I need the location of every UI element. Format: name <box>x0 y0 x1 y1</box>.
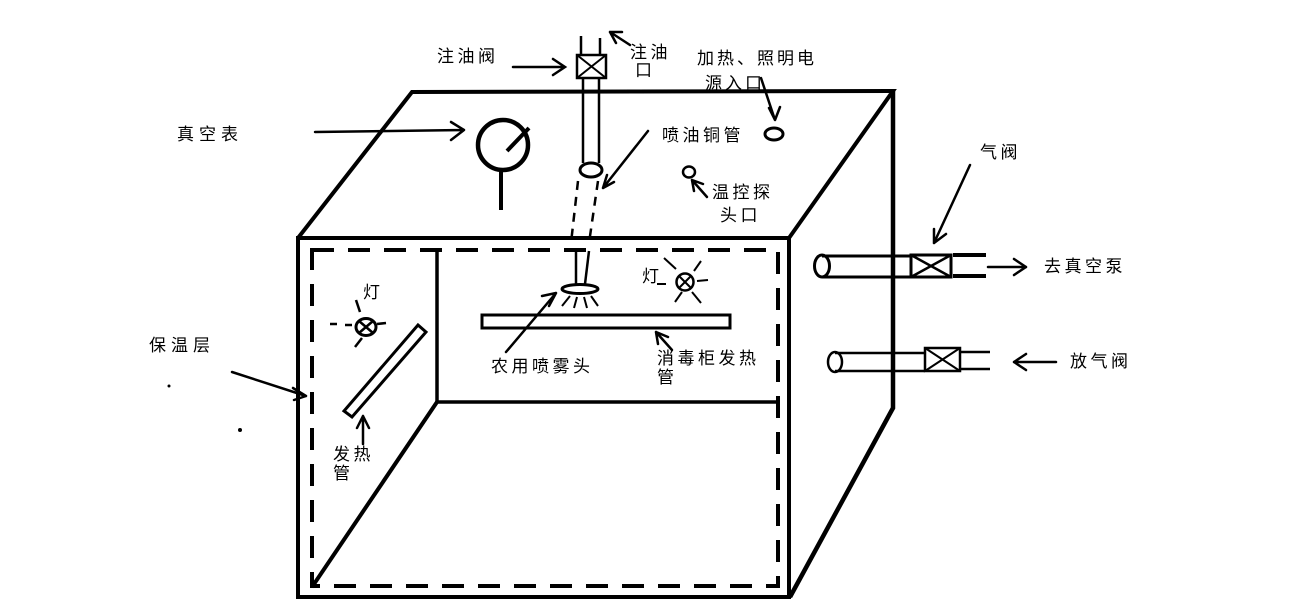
insulation-dashed-border <box>310 248 780 588</box>
box-front-face <box>296 236 791 599</box>
label-gas-valve: 气阀 <box>980 143 1021 163</box>
label-lamp-right: 灯 <box>642 267 663 287</box>
to-pump-arrow <box>986 257 1028 277</box>
temp-probe-hole <box>681 165 697 179</box>
label-spray-head: 农用喷雾头 <box>491 357 594 377</box>
copper-pipe-arrow <box>601 129 650 190</box>
label-lamp-left: 灯 <box>363 283 384 303</box>
temp-probe-arrow <box>690 178 709 199</box>
gas-valve-arrow <box>932 163 972 245</box>
oil-port-arrow <box>608 30 632 47</box>
air-release-valve-icon <box>923 346 962 373</box>
chamber-interior-edges <box>310 250 778 589</box>
vacuum-pipe-outlet <box>953 253 986 278</box>
spray-head-arrow <box>504 291 558 354</box>
annotation-arrows <box>230 30 1058 446</box>
gas-valve-icon <box>909 253 953 279</box>
label-insulation-layer: 保温层 <box>149 336 215 356</box>
box-right-face <box>788 91 896 599</box>
label-to-vacuum-pump: 去真空泵 <box>1044 257 1126 277</box>
air-release-pipe-outlet <box>960 350 990 371</box>
power-inlet-arrow <box>759 76 782 122</box>
label-oil-valve: 注油阀 <box>437 47 499 67</box>
oil-fill-valve-icon <box>575 36 608 80</box>
insulation-arrow <box>230 370 308 402</box>
lamp-right-icon <box>657 257 709 304</box>
oil-fill-pipe <box>569 78 604 244</box>
vacuum-pipe <box>813 253 911 279</box>
cabinet-heating-tube-icon <box>480 313 732 330</box>
label-vacuum-gauge: 真空表 <box>177 125 243 145</box>
stray-dots <box>167 384 242 432</box>
label-cabinet-heater: 消毒柜发热 管 <box>657 349 760 388</box>
box-top-face <box>296 88 897 240</box>
vacuum-gauge-icon <box>475 117 531 210</box>
air-release-pipe <box>826 350 925 374</box>
label-wall-heater: 发热 管 <box>333 445 374 484</box>
wall-heater-arrow <box>355 414 371 446</box>
oil-valve-arrow <box>511 57 568 77</box>
label-oil-port: 注油 口 <box>630 43 671 81</box>
release-valve-arrow <box>1012 352 1058 372</box>
wall-heating-tube-icon <box>341 322 429 420</box>
label-power-inlet: 加热、照明电 源入口 <box>697 49 817 94</box>
cabinet-heater-arrow <box>654 330 674 352</box>
label-air-release-valve: 放气阀 <box>1070 352 1132 372</box>
power-inlet-hole <box>763 126 785 142</box>
lamp-left-icon <box>330 299 387 348</box>
spray-head-icon <box>560 250 600 309</box>
vacuum-gauge-arrow <box>313 120 466 142</box>
label-temp-probe: 温控探 头口 <box>712 183 774 226</box>
label-copper-pipe: 喷油铜管 <box>662 126 744 146</box>
